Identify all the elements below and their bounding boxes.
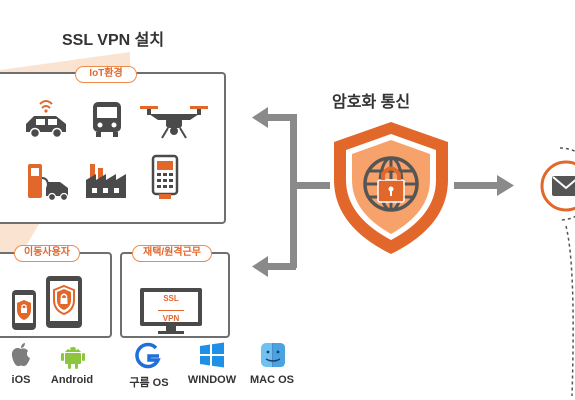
os-label-windows: WINDOW (187, 374, 237, 386)
windows-icon (200, 342, 224, 368)
smartphone-icon (12, 290, 36, 330)
monitor-icon: SSL VPN (138, 286, 204, 336)
mail-server (540, 147, 575, 397)
gooroom-os-icon (135, 342, 161, 369)
os-label-android: Android (50, 374, 94, 386)
mobile-label: 이동사용자 (14, 245, 80, 262)
remote-label: 재택/원격근무 (132, 245, 212, 262)
iot-panel (0, 72, 226, 224)
car-icon (26, 100, 66, 139)
mac-os-icon (261, 343, 285, 367)
os-label-gooroom: 구름 OS (129, 377, 169, 389)
ev-charger-icon (28, 164, 69, 202)
monitor-text-ssl: SSL (163, 294, 179, 303)
apple-icon (11, 343, 30, 367)
shield-icon (334, 122, 448, 254)
encrypted-communication-label: 암호화 통신 (332, 94, 411, 111)
payment-terminal-icon (151, 154, 179, 199)
monitor-text-vpn: VPN (162, 314, 180, 323)
os-label-macos: MAC OS (250, 374, 294, 386)
lock-icon (377, 166, 405, 203)
os-label-ios: iOS (11, 374, 31, 386)
drone-icon (140, 106, 208, 139)
bus-icon (93, 102, 121, 137)
android-icon (61, 347, 85, 369)
tablet-icon (46, 276, 82, 328)
page-title: SSL VPN 설치 (62, 32, 165, 49)
iot-label: IoT환경 (75, 66, 137, 83)
mail-icon (552, 176, 575, 196)
factory-icon (86, 164, 126, 198)
